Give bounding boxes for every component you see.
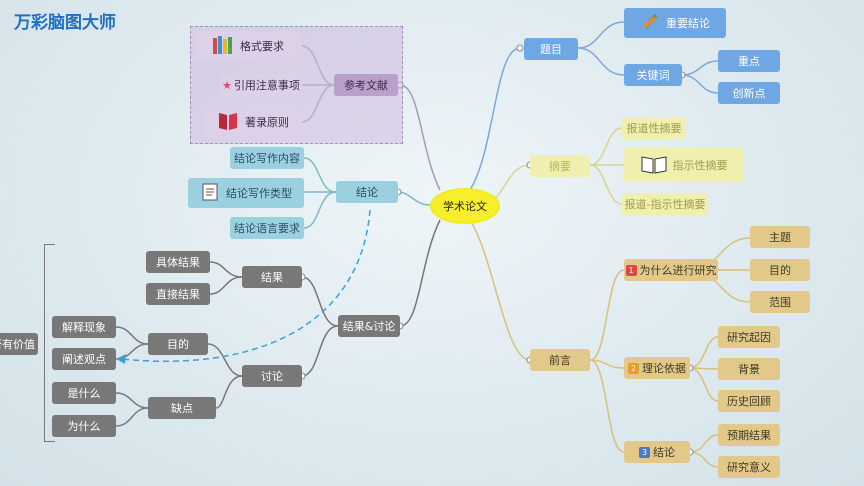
topic-background[interactable]: 背景 bbox=[718, 358, 780, 380]
topic-conc-lang[interactable]: 结论语言要求 bbox=[230, 217, 304, 239]
topic-important-conclusion[interactable]: 重要结论 bbox=[624, 8, 726, 38]
label: 理论依据 bbox=[642, 362, 686, 375]
topic-significance[interactable]: 研究意义 bbox=[718, 456, 780, 478]
topic-what[interactable]: 是什么 bbox=[52, 382, 116, 404]
label: 引用注意事项 bbox=[233, 79, 300, 92]
label: 指示性摘要 bbox=[672, 159, 728, 172]
topic-elaborate[interactable]: 阐述观点 bbox=[52, 348, 116, 370]
topic-expected[interactable]: 预期结果 bbox=[718, 424, 780, 446]
label: 重要结论 bbox=[666, 17, 710, 30]
topic-history[interactable]: 历史回顾 bbox=[718, 390, 780, 412]
label: 结论 bbox=[653, 446, 675, 459]
topic-aim[interactable]: 目的 bbox=[148, 333, 208, 355]
topic-principle[interactable]: 著录原则 bbox=[204, 107, 302, 137]
topic-direct[interactable]: 直接结果 bbox=[146, 283, 210, 305]
topic-why-short[interactable]: 为什么 bbox=[52, 415, 116, 437]
topic-format[interactable]: 格式要求 bbox=[194, 31, 302, 61]
topic-references[interactable]: 参考文献 bbox=[334, 74, 398, 96]
topic-keywords[interactable]: 关键词 bbox=[624, 64, 682, 86]
topic-citation[interactable]: ★ 引用注意事项 bbox=[220, 74, 302, 96]
pencils-icon bbox=[640, 12, 660, 35]
topic-abstract-mixed[interactable]: 报道-指示性摘要 bbox=[622, 193, 708, 215]
central-topic[interactable]: 学术论文 bbox=[432, 190, 498, 222]
topic-conc-type[interactable]: 结论写作类型 bbox=[188, 178, 304, 208]
topic-innovation[interactable]: 创新点 bbox=[718, 82, 780, 104]
label: 著录原则 bbox=[245, 116, 289, 129]
label: 格式要求 bbox=[240, 40, 284, 53]
summary-bracket bbox=[44, 244, 55, 442]
topic-why-research[interactable]: 1 为什么进行研究 bbox=[624, 259, 718, 281]
topic-conclusion[interactable]: 结论 bbox=[336, 181, 398, 203]
topic-purpose[interactable]: 目的 bbox=[750, 259, 810, 281]
book-icon bbox=[641, 154, 667, 177]
number-badge: 3 bbox=[639, 446, 650, 458]
topic-topic[interactable]: 主题 bbox=[750, 226, 810, 248]
topic-intro[interactable]: 前言 bbox=[530, 349, 590, 371]
books-icon bbox=[212, 35, 234, 58]
topic-abstract-indicative[interactable]: 指示性摘要 bbox=[624, 148, 744, 182]
topic-abstract[interactable]: 摘要 bbox=[530, 155, 590, 177]
label: 为什么进行研究 bbox=[639, 264, 717, 277]
document-icon bbox=[200, 182, 220, 205]
topic-value[interactable]: 否有价值 bbox=[0, 333, 38, 355]
app-brand: 万彩脑图大师 bbox=[14, 13, 116, 33]
topic-results-discussion[interactable]: 结果&讨论 bbox=[338, 315, 400, 337]
topic-shortcoming[interactable]: 缺点 bbox=[148, 397, 216, 419]
topic-specific[interactable]: 具体结果 bbox=[146, 251, 210, 273]
topic-origin[interactable]: 研究起因 bbox=[718, 326, 780, 348]
red-book-icon bbox=[217, 111, 239, 134]
topic-discussion[interactable]: 讨论 bbox=[242, 365, 302, 387]
topic-scope[interactable]: 范围 bbox=[750, 291, 810, 313]
topic-theory[interactable]: 2 理论依据 bbox=[624, 357, 690, 379]
number-badge: 2 bbox=[628, 362, 639, 374]
label: 结论写作类型 bbox=[226, 187, 292, 200]
topic-conc-content[interactable]: 结论写作内容 bbox=[230, 147, 304, 169]
topic-title[interactable]: 题目 bbox=[524, 38, 578, 60]
star-icon: ★ bbox=[222, 78, 232, 92]
topic-key-point[interactable]: 重点 bbox=[718, 50, 780, 72]
topic-explain[interactable]: 解释现象 bbox=[52, 316, 116, 338]
topic-results[interactable]: 结果 bbox=[242, 266, 302, 288]
topic-abstract-report[interactable]: 报道性摘要 bbox=[622, 117, 686, 139]
number-badge: 1 bbox=[625, 264, 637, 276]
topic-conclusion-part[interactable]: 3 结论 bbox=[624, 441, 690, 463]
